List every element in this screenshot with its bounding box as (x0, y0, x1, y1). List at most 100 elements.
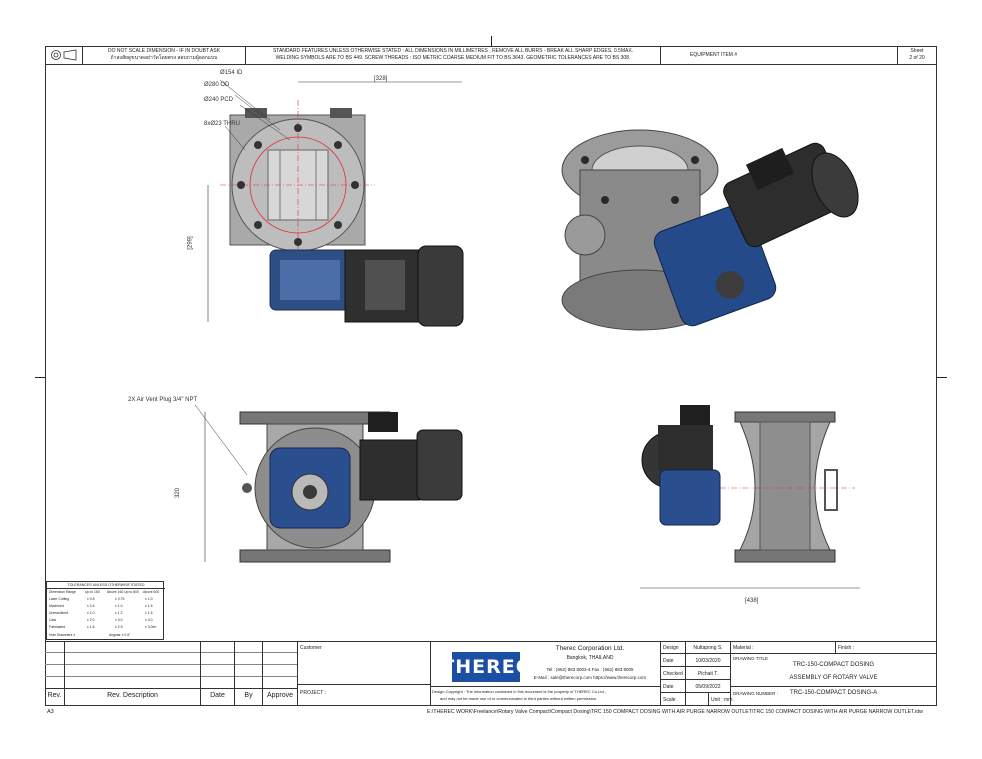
checked-label: Checked (663, 671, 683, 677)
end-view (640, 405, 860, 589)
by-header: By (244, 692, 253, 699)
tolerance-header: Above 160 Up to 600 (107, 590, 139, 594)
finish-label: Finish : (838, 645, 855, 651)
date1-label: Date (663, 658, 674, 664)
tolerance-header: Above 600 (143, 590, 160, 594)
tolerance-cell: ± 2.0 (87, 618, 95, 622)
rev-header: Rev. (47, 692, 62, 699)
material-label: Material : (733, 645, 754, 651)
drawing-number-label: DRAWING NUMBER : (733, 691, 778, 696)
title-row-rule (660, 679, 730, 680)
tolerance-cell: ± 2.5 (115, 625, 123, 629)
header-divider (245, 46, 246, 64)
drawing-title-label: DRAWING TITLE (733, 656, 769, 661)
file-path: E:\THEREC WORK\Freelance\Rotary Valve Co… (427, 709, 923, 715)
title-row-rule (660, 653, 730, 654)
drawing-number: TRC-150-COMPACT DOSING-A (790, 690, 878, 696)
copyright-line-2: and may not be made use of or communicat… (440, 696, 598, 701)
dimension-holes: 8xØ23 THRU (204, 121, 240, 127)
approve-header: Approve (266, 692, 294, 699)
copyright-line-1: Design Copyright : The information conta… (432, 689, 606, 694)
center-mark-right (937, 377, 947, 378)
tolerance-cell: ± 4.0 (145, 618, 153, 622)
tolerance-cell: Angular ± 0.5° (109, 633, 131, 637)
tolerance-cell: Hole Diameters ± (49, 633, 76, 637)
front-view (207, 79, 464, 327)
design-value: Nuttapong S. (693, 645, 723, 651)
project-label: PROJECT : (300, 690, 327, 696)
dimension-height-left: [299] (187, 236, 194, 250)
rev-description-header: Rev. Description (107, 692, 158, 699)
tolerance-cell: ± 1.2 (115, 611, 123, 615)
do-not-scale-note-thai: ถ้าสงสัยดูขนาดอย่าวัดโดยตรง สอบถามผู้ออก… (110, 55, 218, 61)
date2-label: Date (663, 684, 674, 690)
company-name: Therec Corporation Ltd. (555, 645, 625, 652)
tolerance-title: TOLERANCES UNLESS OTHERWISE STATED (67, 583, 145, 587)
dimension-pcd: Ø240 PCD (204, 97, 234, 103)
tolerance-cell: ± 0.75 (115, 597, 125, 601)
header-divider (82, 46, 83, 64)
side-view (195, 404, 463, 563)
tolerance-cell: ± 1.0 (145, 597, 153, 601)
tolerance-table: TOLERANCES UNLESS OTHERWISE STATED Dimen… (46, 581, 165, 640)
date2-value: 05/09/2022 (695, 684, 721, 690)
tolerance-cell: Unmachined (49, 611, 69, 615)
dimension-width-side: [438] (745, 598, 759, 604)
drawing-title-2: ASSEMBLY OF ROTARY VALVE (789, 675, 878, 681)
title-col-rule (685, 641, 686, 706)
rev-col-rule (262, 641, 263, 706)
sheet-number: 2 of 20 (909, 55, 925, 61)
revision-header-rule (45, 688, 297, 689)
design-label: Design (663, 645, 679, 651)
checked-value: Pichait T. (697, 671, 719, 677)
tolerance-cell: ± 1.6 (87, 625, 95, 629)
tolerance-cell: Laser Cutting (49, 597, 70, 601)
header-divider (660, 46, 661, 64)
company-city: Bangkok, THAILAND (566, 655, 614, 661)
center-mark-left (35, 377, 45, 378)
title-col-rule (660, 641, 661, 706)
header-divider (897, 46, 898, 64)
tolerance-header: Up to 160 (85, 590, 100, 594)
customer-rule (297, 684, 430, 685)
welding-note: WELDING SYMBOLS ARE TO BS 449. SCREW THR… (275, 55, 631, 61)
isometric-view (561, 129, 859, 331)
unit-rule (708, 692, 709, 706)
date-header: Date (210, 692, 225, 699)
company-logo: THEREC (441, 652, 530, 682)
dimension-od: Ø280 OD (204, 82, 230, 88)
rev-col-rule (297, 641, 298, 706)
standard-features-note: STANDARD FEATURES UNLESS OTHERWISE STATE… (272, 48, 634, 54)
company-rule (430, 641, 431, 706)
tolerance-cell: ± 3.0 (115, 618, 123, 622)
tolerance-cell: ± 0.4 (87, 604, 95, 608)
dimension-width-top: [328] (374, 76, 388, 82)
dimension-id: Ø154 ID (220, 70, 243, 76)
drawing-title-1: TRC-150-COMPACT DOSING (792, 662, 875, 668)
tolerance-cell: ± 1.0 (115, 604, 123, 608)
tolerance-cell: Machined (49, 604, 64, 608)
sheet-label: Sheet (910, 48, 924, 54)
date1-value: 10/03/2020 (695, 658, 721, 664)
paper-size: A3 (47, 709, 54, 715)
center-mark-top (491, 36, 492, 46)
dimension-height-front: 320 (175, 487, 182, 499)
tolerance-cell: ± 1.0 (87, 611, 95, 615)
scale-label: Scale (663, 697, 676, 703)
projection-symbol-icon (51, 49, 77, 61)
title-row-rule (660, 692, 730, 693)
title-row-rule (660, 666, 730, 667)
rev-row-rule (45, 652, 297, 653)
header-bottom-rule (45, 64, 937, 65)
tolerance-header: Dimension Range (49, 590, 76, 594)
title-row-rule (730, 686, 937, 687)
do-not-scale-note: DO NOT SCALE DIMENSION - IF IN DOUBT ASK (107, 48, 221, 54)
equipment-item-label: EQUIPMENT ITEM # (690, 52, 738, 58)
drawing-sheet (45, 46, 937, 706)
tolerance-cell: ± 3.0/m (145, 625, 157, 629)
company-email: E-Mail : sale@therecorp.com https://www.… (533, 675, 647, 680)
rev-row-rule (45, 664, 297, 665)
unit-label: Unit : mm. (711, 697, 734, 703)
tolerance-cell: ± 1.5 (145, 604, 153, 608)
tolerance-cell: Fabricated (49, 625, 66, 629)
